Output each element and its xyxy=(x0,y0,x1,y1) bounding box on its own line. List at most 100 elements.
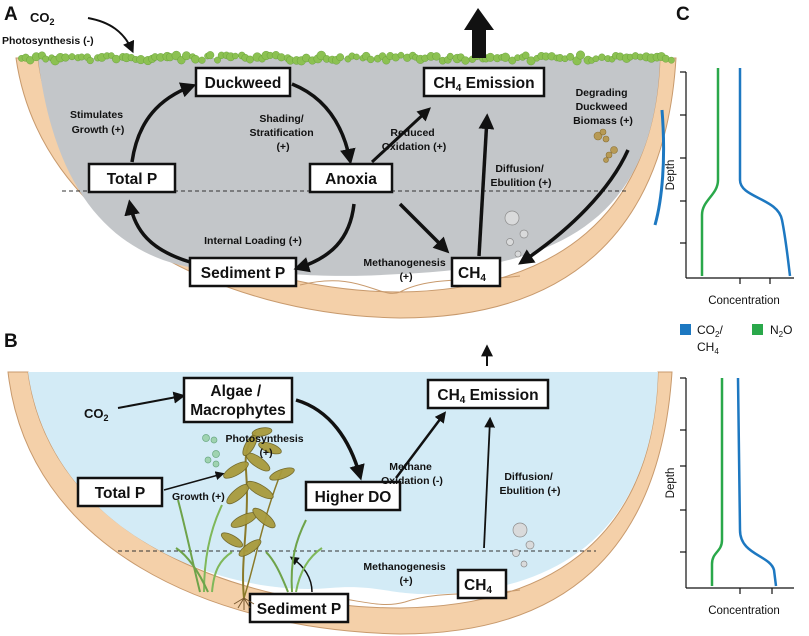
duckweed-frond xyxy=(500,52,511,62)
duckweed-frond xyxy=(432,52,441,61)
duckweed-frond xyxy=(206,51,215,60)
arrow-algae-to-higher-do xyxy=(295,398,365,481)
panel-b-co2-arrow xyxy=(117,391,186,409)
panel-b-photosynthesis-label: Photosynthesis (+) xyxy=(225,433,306,459)
arrow-higher-do-to-emission xyxy=(395,411,447,479)
panel-b-co2-label: CO2 xyxy=(84,406,109,423)
panel-c-letter: C xyxy=(676,4,690,25)
panel-b-total-p-box xyxy=(76,476,164,508)
duckweed-frond xyxy=(508,56,517,65)
duckweed-frond xyxy=(668,56,675,64)
degrading-biomass-icon xyxy=(593,128,618,163)
stimulates-growth-label: Stimulates Growth (+) xyxy=(70,109,126,136)
algae-bubbles xyxy=(202,434,220,468)
bottom-co2-ch4-line xyxy=(736,377,778,587)
top-profile-plot: Depth Concentration xyxy=(665,68,794,307)
duckweed-frond xyxy=(446,52,454,60)
profile-legend: CO2/ CH4 N2O xyxy=(680,323,792,356)
algae-macrophytes-label: Algae / Macrophytes xyxy=(190,383,286,419)
panel-b-ch4-label: CH4 xyxy=(464,577,492,596)
internal-loading-label: Internal Loading (+) xyxy=(204,235,302,247)
panel-b-total-p-label: Total P xyxy=(95,485,146,502)
duckweed-frond xyxy=(112,54,121,64)
legend-co2-label: CO2/ xyxy=(697,323,723,339)
panel-b-bubbles xyxy=(512,522,535,568)
duckweed-frond xyxy=(576,50,585,60)
duckweed-frond xyxy=(598,53,606,61)
duckweed-frond xyxy=(397,51,405,59)
legend-swatch-n2o xyxy=(752,324,763,335)
arrow-sediment-to-plants xyxy=(289,556,313,593)
duckweed-frond xyxy=(68,53,76,61)
algae-macrophytes-box xyxy=(182,376,294,424)
bottom-n2o-line xyxy=(710,378,724,586)
panel-b-sediment xyxy=(7,371,673,635)
legend-swatch-co2-ch4 xyxy=(680,324,691,335)
arrow-anoxia-to-emission xyxy=(370,107,431,164)
panel-b-sediment-p-box xyxy=(248,592,350,624)
degrading-biomass-label: Degrading Duckweed Biomass (+) xyxy=(573,87,633,127)
bottom-depth-label: Depth xyxy=(665,468,677,499)
anoxia-box-label: Anoxia xyxy=(325,171,377,188)
reduced-oxidation-label: Reduced Oxidation (+) xyxy=(382,127,446,153)
arrow-totalp-to-duckweed xyxy=(130,82,197,163)
panel-a-sediment-p-label: Sediment P xyxy=(201,265,285,282)
bottom-profile-plot: Depth Concentration xyxy=(665,377,794,617)
panel-a-ch4-label: CH4 xyxy=(458,265,486,284)
duckweed-frond xyxy=(86,56,94,65)
arrow-totalp-to-plants xyxy=(163,471,225,491)
macrophyte-plant-icon xyxy=(175,427,323,610)
panel-a-ch4-emission-box xyxy=(422,66,546,98)
duckweed-box xyxy=(194,66,292,98)
duckweed-frond xyxy=(198,56,206,64)
duckweed-frond xyxy=(461,56,470,65)
duckweed-frond xyxy=(214,56,221,64)
duckweed-box-label: Duckweed xyxy=(205,75,282,92)
panel-b: B CO2 Algae / Macrophytes CH4 Emission T… xyxy=(4,331,673,635)
arrow-ch4-to-emission-b xyxy=(483,416,496,549)
panel-b-ch4-emission-label: CH4 Emission xyxy=(437,387,538,406)
panel-b-diffusion-label: Diffusion/ Ebulition (+) xyxy=(500,471,561,497)
duckweed-frond xyxy=(246,55,254,64)
methane-oxidation-label: Methane Oxidation (-) xyxy=(381,461,443,487)
top-n2o-line xyxy=(700,68,720,276)
top-concentration-label: Concentration xyxy=(708,295,780,307)
duckweed-frond xyxy=(336,53,345,62)
panel-b-sediment-p-label: Sediment P xyxy=(257,601,341,618)
higher-do-label: Higher DO xyxy=(315,489,392,506)
duckweed-frond xyxy=(42,55,50,63)
legend-ch4-label: CH4 xyxy=(697,340,719,356)
top-depth-label: Depth xyxy=(665,160,677,191)
panel-a: A CO2 Photosynthesis (-) Duckweed CH4 Em… xyxy=(2,4,677,319)
duckweed-frond xyxy=(522,51,530,60)
duckweed-frond xyxy=(367,55,375,64)
duckweed-frond xyxy=(191,54,200,64)
duckweed-frond xyxy=(592,55,600,62)
panel-a-ch4-emission-label: CH4 Emission xyxy=(433,75,534,94)
panel-c: C Depth Concentration CO2/ CH4 N2O xyxy=(665,4,794,617)
panel-a-letter: A xyxy=(4,4,18,25)
panel-a-total-p-label: Total P xyxy=(107,171,158,188)
panel-a-total-p-box xyxy=(87,162,177,194)
higher-do-box xyxy=(304,480,402,512)
duckweed-frond xyxy=(61,53,70,62)
panel-a-photosynthesis-label: Photosynthesis (-) xyxy=(2,35,94,47)
duckweed-frond xyxy=(353,53,360,61)
legend-n2o-label: N2O xyxy=(770,323,792,339)
duckweed-frond xyxy=(277,53,286,62)
arrow-ch4-to-emission xyxy=(477,113,495,257)
shading-stratification-label: Shading/ Stratification (+) xyxy=(249,113,316,153)
arrow-anoxia-to-sediment xyxy=(293,203,356,273)
panel-b-letter: B xyxy=(4,331,18,352)
panel-a-blue-edge xyxy=(653,109,666,226)
arrow-anoxia-to-ch4 xyxy=(398,202,450,254)
panel-a-diffusion-label: Diffusion/ Ebulition (+) xyxy=(491,163,552,189)
panel-a-co2-label: CO2 xyxy=(30,10,55,27)
duckweed-frond xyxy=(182,51,191,61)
growth-label: Growth (+) xyxy=(172,491,225,503)
panel-a-ch4-box xyxy=(450,256,502,288)
arrow-sediment-to-totalp xyxy=(124,199,191,264)
panel-a-bubbles xyxy=(504,210,529,258)
duckweed-frond xyxy=(566,52,575,61)
